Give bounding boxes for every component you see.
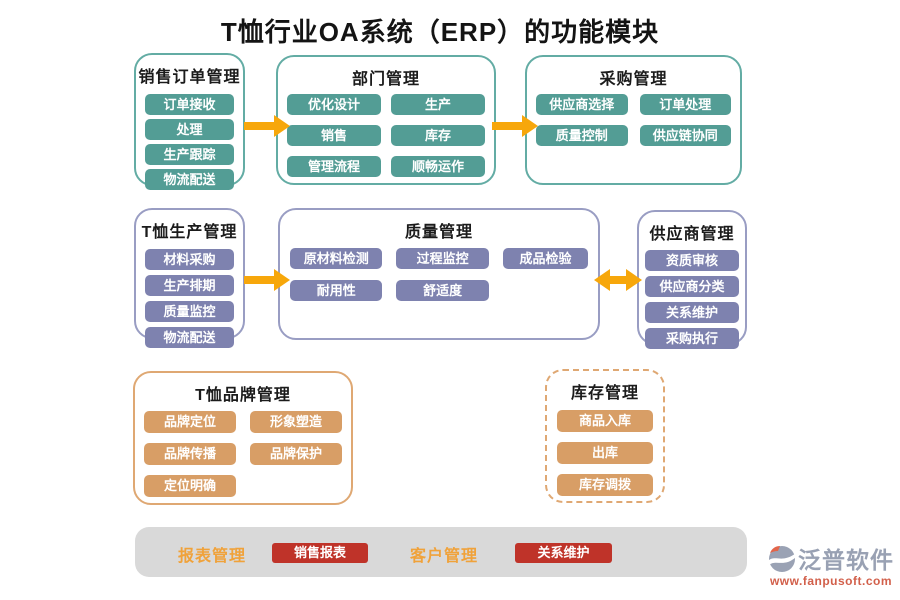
bar-item-relationship-maintenance: 关系维护 [515,543,612,563]
module-purchase-management: 采购管理 供应商选择 订单处理 质量控制 供应链协同 [525,55,742,185]
bar-label-customer-management: 客户管理 [410,548,479,565]
module-title: 部门管理 [351,71,420,88]
module-item: 物流配送 [145,327,234,348]
module-supplier-management: 供应商管理 资质审核 供应商分类 关系维护 采购执行 [637,210,747,349]
module-tshirt-production-management: T恤生产管理 材料采购 生产排期 质量监控 物流配送 [134,208,245,348]
page-title: T恤行业OA系统（ERP）的功能模块 [220,17,660,47]
module-title: 库存管理 [570,385,639,402]
module-sales-order-management: 销售订单管理 订单接收 处理 生产跟踪 物流配送 [134,53,245,190]
fanpu-logo: 泛普软件 www.fanpusoft.com [742,541,894,588]
module-item: 耐用性 [290,280,383,301]
module-item: 质量控制 [536,125,628,146]
module-item: 供应商分类 [645,276,739,297]
arrow-right-icon [243,266,291,294]
module-item: 过程监控 [396,248,489,269]
module-item: 库存调拨 [557,474,653,496]
bottom-bar: 报表管理 销售报表 客户管理 关系维护 [135,527,747,577]
module-item: 物流配送 [145,169,234,190]
bar-label-report-management: 报表管理 [178,548,247,565]
module-item: 订单处理 [639,94,731,115]
module-item: 商品入库 [557,410,653,432]
module-item: 品牌传播 [144,443,236,465]
module-item: 优化设计 [287,94,381,115]
module-title: 供应商管理 [649,226,735,243]
arrow-double-icon [593,266,643,294]
fanpu-logo-url: www.fanpusoft.com [769,574,892,588]
module-item: 形象塑造 [250,411,342,433]
module-quality-management: 质量管理 原材料检测 过程监控 成品检验 耐用性 舒适度 [278,208,600,340]
module-item: 生产排期 [145,275,234,296]
module-item: 定位明确 [144,475,236,497]
module-item: 质量监控 [145,301,234,322]
module-title: T恤生产管理 [141,224,238,241]
module-item: 出库 [557,442,653,464]
module-department-management: 部门管理 优化设计 生产 销售 库存 管理流程 顺畅运作 [276,55,496,185]
module-item: 关系维护 [645,302,739,323]
module-item: 生产 [391,94,485,115]
module-item: 原材料检测 [290,248,383,269]
module-title: 质量管理 [404,224,473,241]
fanpu-logo-text: 泛普软件 [798,547,894,573]
module-title: 采购管理 [599,71,668,88]
module-item: 供应链协同 [639,125,731,146]
module-item: 品牌定位 [144,411,236,433]
module-title: 销售订单管理 [138,69,241,86]
module-item: 处理 [145,119,234,140]
module-item: 材料采购 [145,249,234,270]
module-item: 库存 [391,125,485,146]
fanpu-logo-icon [766,543,796,573]
arrow-right-icon [491,112,539,140]
module-item: 舒适度 [396,280,489,301]
bar-item-sales-report: 销售报表 [272,543,368,563]
module-item: 供应商选择 [536,94,628,115]
module-title: T恤品牌管理 [195,387,291,404]
module-item: 采购执行 [645,328,739,349]
module-item: 资质审核 [645,250,739,271]
module-item: 管理流程 [287,156,381,177]
module-item: 生产跟踪 [145,144,234,165]
module-item: 成品检验 [502,248,588,269]
module-item: 销售 [287,125,381,146]
module-item: 订单接收 [145,94,234,115]
module-tshirt-brand-management: T恤品牌管理 品牌定位 形象塑造 品牌传播 品牌保护 定位明确 [133,371,353,505]
module-inventory-management: 库存管理 商品入库 出库 库存调拨 [545,369,665,503]
arrow-right-icon [243,112,291,140]
module-item: 品牌保护 [250,443,342,465]
module-item: 顺畅运作 [391,156,485,177]
